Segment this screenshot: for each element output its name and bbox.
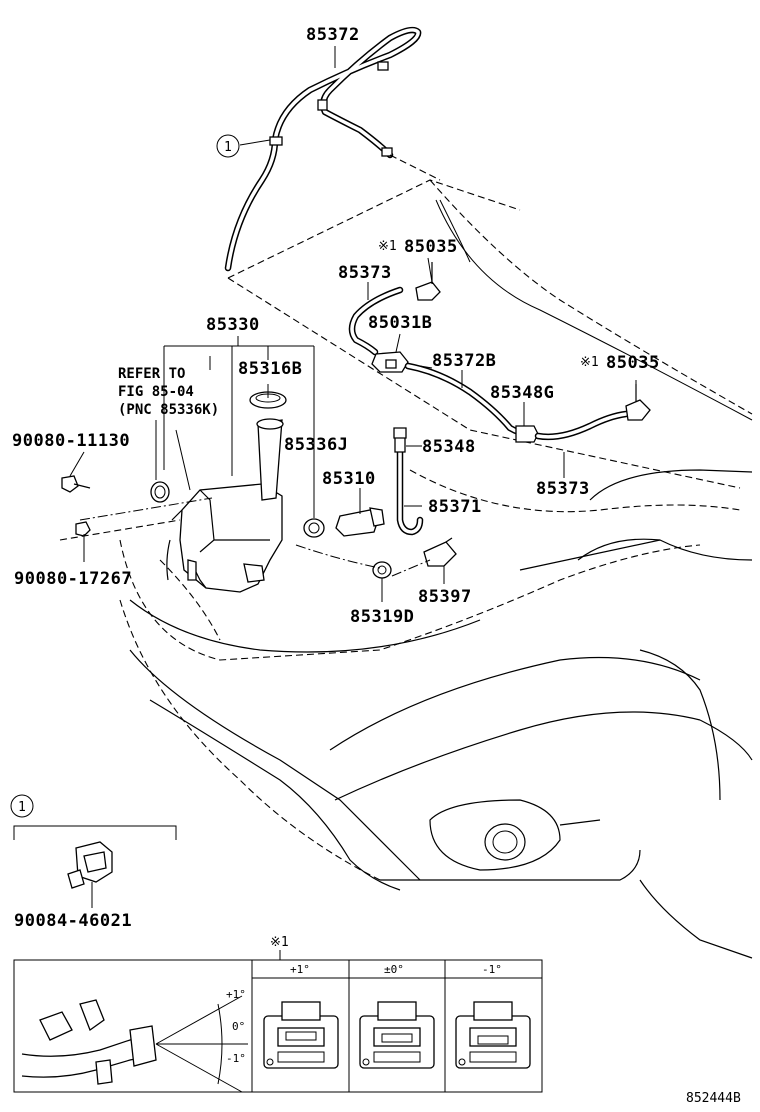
joint-85031B	[371, 351, 409, 373]
adjust-col-minus: -1°	[482, 963, 502, 976]
refer-note-line1: REFER TO	[118, 366, 185, 382]
grommet-refer	[150, 481, 170, 503]
adjust-col-plus: +1°	[290, 963, 310, 976]
callout-85372: 85372	[306, 25, 360, 45]
callout-85330: 85330	[206, 315, 260, 335]
illustration-code: 852444B	[686, 1091, 741, 1106]
callout-85310: 85310	[322, 469, 376, 489]
detail-circle-label: 1	[18, 800, 26, 815]
callout-90080-11130: 90080-11130	[12, 431, 130, 451]
pump-85310	[335, 507, 385, 537]
callout-90080-17267: 90080-17267	[14, 569, 132, 589]
mark-note-a: ※1	[378, 239, 397, 254]
adjustment-table: ※1 +1° ±0° -1° +1° 0° -1°	[13, 935, 543, 1093]
refer-note-line2: FIG 85-04	[118, 384, 194, 400]
callout-85348: 85348	[422, 437, 476, 457]
angle-label-zero: 0°	[232, 1020, 245, 1033]
washer-hose-85372	[224, 26, 441, 272]
callout-85031B: 85031B	[368, 313, 432, 333]
callout-85035-b: 85035	[606, 353, 660, 373]
hose-85373-right	[534, 410, 630, 441]
leader-lines	[69, 46, 637, 602]
reference-circle	[216, 134, 240, 158]
angle-label-plus: +1°	[226, 988, 246, 1001]
grommet-85336J	[303, 518, 325, 538]
callout-85319D: 85319D	[350, 607, 414, 627]
adjust-col-zero: ±0°	[384, 963, 404, 976]
nozzle-right	[625, 384, 651, 421]
callout-85371: 85371	[428, 497, 482, 517]
refer-note-line3: (PNC 85336K)	[118, 402, 219, 418]
bolt-90080-11130	[61, 475, 91, 493]
callout-85336J: 85336J	[284, 435, 348, 455]
adjuster-view-zero	[359, 1001, 435, 1069]
adjust-mark: ※1	[270, 935, 289, 950]
nut-90080-17267	[75, 521, 91, 537]
reference-circle-label: 1	[224, 140, 232, 155]
angle-label-minus: -1°	[226, 1052, 246, 1065]
check-valve-85348G	[515, 425, 539, 443]
callout-85397: 85397	[418, 587, 472, 607]
nozzle-angle-view: +1° 0° -1°	[21, 988, 248, 1093]
callout-85035-a: 85035	[404, 237, 458, 257]
mark-note-b: ※1	[580, 355, 599, 370]
grommet-85319D	[372, 561, 392, 579]
detail-1: 1 90084-46021	[10, 794, 177, 931]
callout-85348G: 85348G	[490, 383, 554, 403]
detail-circle	[10, 794, 34, 818]
callout-85372B: 85372B	[432, 351, 496, 371]
hose-85373-upper	[348, 286, 404, 356]
connector-85397	[423, 537, 457, 567]
callout-85316B: 85316B	[238, 359, 302, 379]
clip-90084-46021	[67, 841, 113, 889]
callout-90084-46021: 90084-46021	[14, 911, 132, 931]
nozzle-left	[415, 262, 441, 301]
callout-85373-a: 85373	[338, 263, 392, 283]
washer-tank-85330	[166, 391, 287, 593]
adjuster-view-minus	[455, 1001, 531, 1069]
joint-85348	[393, 427, 407, 439]
callout-85373-b: 85373	[536, 479, 590, 499]
vehicle-outline	[59, 179, 753, 959]
adjuster-view-plus	[263, 1001, 339, 1069]
hose-85371	[394, 433, 424, 536]
